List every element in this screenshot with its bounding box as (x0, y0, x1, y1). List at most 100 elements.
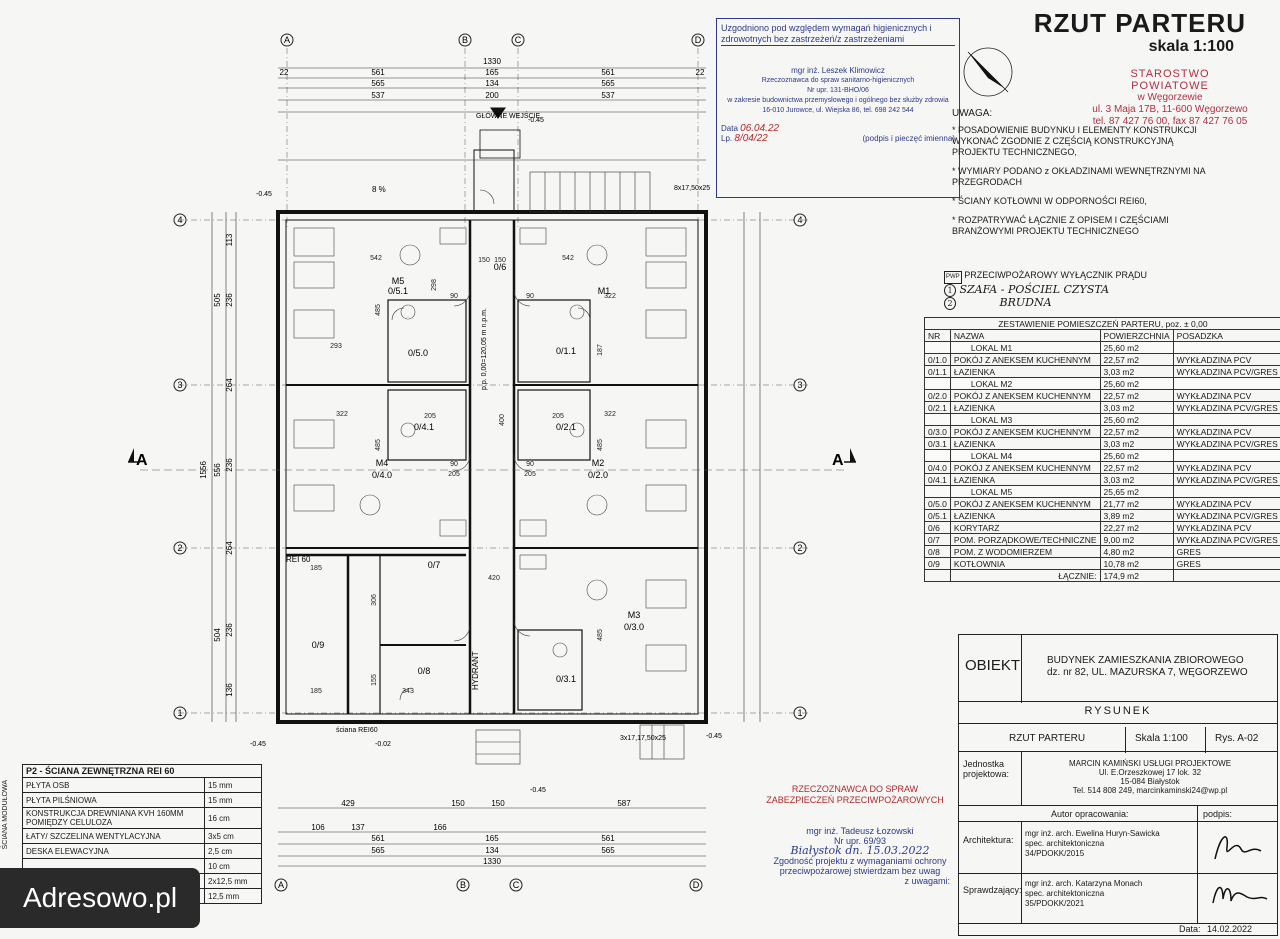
rysunek-label: RYSUNEK (1084, 705, 1152, 717)
rooms-cell: 25,60 m2 (1099, 449, 1174, 462)
dim-text: 236 (225, 458, 234, 472)
arch-num: 34/PDOKK/2015 (1025, 849, 1085, 858)
page-title: RZUT PARTERU (1033, 8, 1246, 38)
plan-labels: GŁÓWNE WEJŚCIE 8 % p.p. 0,00=120,05 m n.… (250, 111, 722, 794)
axis-label: 1 (177, 708, 182, 718)
room-number: 0/4.1 (414, 422, 434, 432)
dim-text: 537 (371, 91, 385, 100)
room-number: 0/3.0 (624, 622, 644, 632)
wall-thickness: 3x5 cm (204, 828, 262, 844)
dim-text: 187 (597, 344, 604, 356)
dim-text: 136 (225, 683, 234, 697)
rooms-cell: ŁAZIENKA (949, 437, 1101, 450)
dim-text: 150 (491, 799, 505, 808)
rooms-cell: 0/2.1 (924, 401, 951, 414)
dims-bottom: 429 150 150 587 1330 561 165 561 565 134… (311, 799, 631, 866)
dim-text: 565 (371, 79, 385, 88)
starostwo-address: ul. 3 Maja 17B, 11-600 Węgorzewo (1092, 104, 1248, 115)
rooms-cell: 22,57 m2 (1099, 425, 1174, 438)
dim-text: 22 (280, 68, 289, 77)
compass-icon (963, 47, 1013, 97)
stamp-date-label: Data (721, 124, 738, 133)
rooms-cell: ŁAZIENKA (949, 365, 1101, 378)
rooms-cell (1172, 377, 1280, 390)
obiekt-address: dz. nr 82, UL. MAZURSKA 7, WĘGORZEWO (1047, 667, 1248, 678)
wall-layer: ŁATY/ SZCZELINA WENTYLACYJNA (22, 828, 205, 844)
spr-label: Sprawdzający: (963, 885, 1022, 895)
rooms-cell: 22,57 m2 (1099, 461, 1174, 474)
rooms-cell (1172, 485, 1280, 498)
rooms-cell: 3,03 m2 (1099, 437, 1174, 450)
section-markers: A A (128, 448, 856, 471)
axis-numbers-right: 4 3 2 1 (793, 213, 807, 720)
rooms-cell: 3,03 m2 (1099, 473, 1174, 486)
dim-text: 322 (336, 411, 348, 418)
dim-text: 561 (371, 834, 385, 843)
room-number: 0/1.1 (556, 346, 576, 356)
rooms-cell: POM. PORZĄDKOWE/TECHNICZNE (949, 533, 1101, 546)
wall-label: ściana REI60 (336, 727, 378, 734)
rooms-cell: 0/7 (924, 533, 951, 546)
rooms-cell: 0/5.1 (924, 509, 951, 522)
rooms-cell: GRES (1172, 545, 1280, 558)
rooms-cell (924, 449, 951, 462)
rooms-cell: WYKŁADZINA PCV/GRES (1172, 365, 1280, 378)
note-item: * POSADOWIENIE BUDYNKU I ELEMENTY KONSTR… (952, 125, 1197, 157)
data-label: Data: (1179, 924, 1201, 934)
rooms-cell: POKÓJ Z ANEKSEM KUCHENNYM (949, 461, 1101, 474)
drawing-scale: Skala 1:100 (1135, 733, 1188, 744)
fire-expert-approval: Zgodność projektu z wymaganiami ochrony … (773, 856, 947, 876)
axis-label: B (462, 35, 468, 45)
fire-expert-header: RZECZOZNAWCA DO SPRAW ZABEZPIECZEŃ PRZEC… (766, 784, 944, 805)
note-item: * ŚCIANY KOTŁOWNI W ODPORNOŚCI REI60, (952, 196, 1147, 206)
wall-layer: DESKA ELEWACYJNA (22, 843, 205, 859)
rooms-cell: POKÓJ Z ANEKSEM KUCHENNYM (949, 497, 1101, 510)
wall-spec-row: KONSTRUKCJA DREWNIANA KVH 160MM POMIĘDZY… (22, 807, 262, 829)
dim-text: 264 (225, 541, 234, 555)
starostwo-tel: tel. 87 427 76 00, fax 87 427 76 05 (1092, 116, 1248, 127)
rooms-header: NAZWA (949, 329, 1101, 342)
stamp-name: mgr inż. Leszek Klimowicz (791, 66, 885, 75)
rooms-cell (924, 341, 951, 354)
rooms-cell: 3,89 m2 (1099, 509, 1174, 522)
stamp-number: Nr upr. 131-BHO/06 (807, 87, 869, 94)
slope-label: 8 % (372, 185, 386, 194)
rooms-cell: WYKŁADZINA PCV (1172, 497, 1280, 510)
rooms-cell (924, 485, 951, 498)
axis-letters-bottom: A B C D (274, 878, 703, 892)
notes-heading: UWAGA: (952, 108, 993, 119)
axis-label: C (513, 880, 520, 890)
dim-text: 485 (375, 304, 382, 316)
dim-text: 400 (499, 414, 506, 426)
jednostka-addr2: 15-084 Białystok (1120, 777, 1180, 786)
watermark-logo[interactable]: Adresowo.pl (0, 868, 200, 928)
rooms-cell: POM. Z WODOMIERZEM (949, 545, 1101, 558)
axis-label: 1 (797, 708, 802, 718)
fire-expert-uwagami: z uwagami: (904, 876, 950, 886)
stamp-address: 16-010 Jurowce, ul. Wiejska 86, tel. 698… (762, 107, 914, 114)
dim-text: 264 (225, 378, 234, 392)
room-name: M2 (592, 458, 605, 468)
arch-person: mgr inż. arch. Ewelina Huryn-Sawicka (1025, 829, 1160, 838)
page-scale: skala 1:100 (1148, 38, 1234, 55)
axis-label: A (284, 35, 290, 45)
wall-side-label: ŚCIANA MODUŁOWA (2, 780, 9, 850)
dim-text: 22 (696, 68, 705, 77)
dim-text: 185 (310, 688, 322, 695)
dim-text: 322 (604, 293, 616, 300)
rooms-caption: ZESTAWIENIE POMIESZCZEŃ PARTERU, poz. ± … (924, 317, 1280, 330)
room-numbers: M5 0/5.1 M1 0/1.1 M4 0/4.0 M2 0/2.0 M3 0… (312, 262, 644, 684)
rooms-cell: 3,03 m2 (1099, 365, 1174, 378)
room-number: 0/5.1 (388, 286, 408, 296)
dim-text: 485 (375, 439, 382, 451)
